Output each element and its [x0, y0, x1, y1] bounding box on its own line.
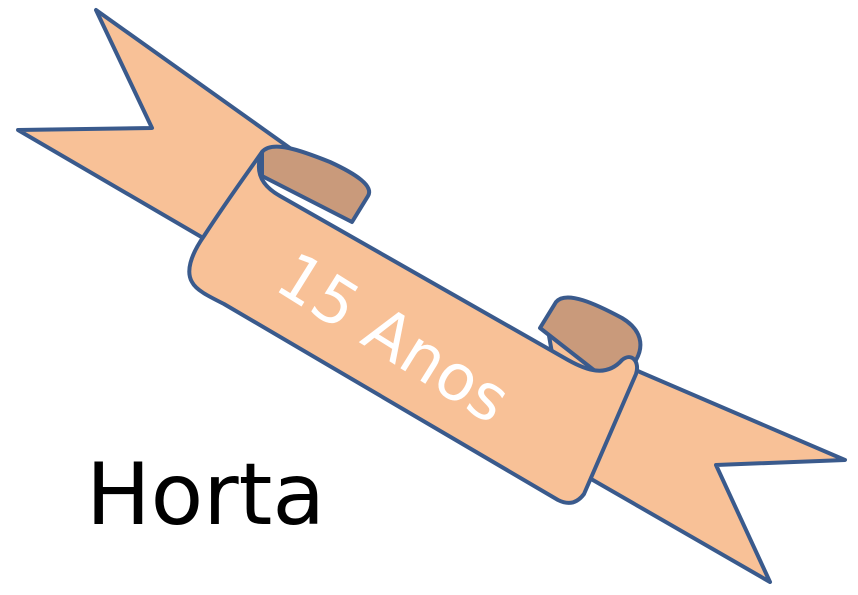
ribbon-main-band	[187, 150, 639, 505]
ribbon-right-fold	[538, 295, 643, 380]
ribbon-left-tail	[16, 8, 362, 244]
page-title: Horta	[86, 445, 326, 545]
ribbon-left-fold	[260, 144, 372, 224]
